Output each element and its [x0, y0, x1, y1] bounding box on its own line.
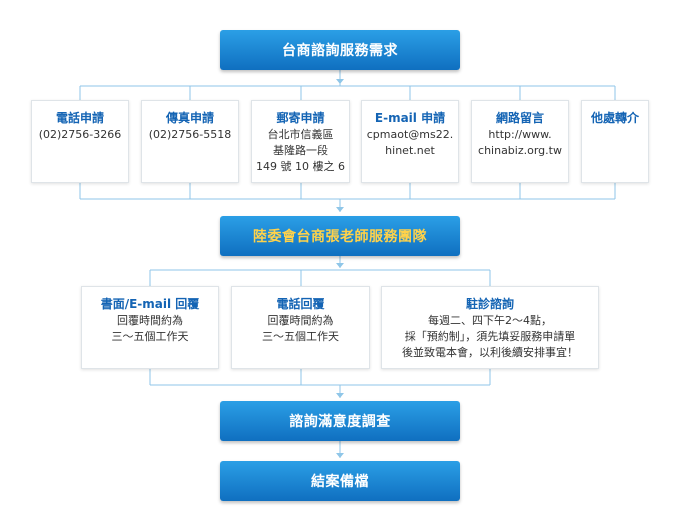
arrow-down-icon — [336, 207, 344, 212]
channel-email: E-mail 申請 cpmaot@ms22. hinet.net — [361, 100, 459, 183]
response-line: 每週二、四下午2～4點， — [428, 314, 552, 327]
channel-line: chinabiz.org.tw — [478, 144, 562, 157]
step-service-demand: 台商諮詢服務需求 — [220, 30, 460, 70]
step-case-closed: 結案備檔 — [220, 461, 460, 501]
arrow-down-icon — [336, 453, 344, 458]
channel-referral: 他處轉介 — [581, 100, 649, 183]
response-phone: 電話回覆 回覆時間約為 三～五個工作天 — [231, 286, 370, 369]
channel-fax: 傳真申請 (02)2756-5518 — [141, 100, 239, 183]
response-line: 後並致電本會，以利後續安排事宜！ — [402, 346, 578, 359]
channel-phone: 電話申請 (02)2756-3266 — [31, 100, 129, 183]
arrow-down-icon — [336, 263, 344, 268]
channel-title: 網路留言 — [495, 111, 544, 125]
response-line: 採「預約制」，須先填妥服務申請單 — [404, 330, 576, 343]
channel-line: (02)2756-3266 — [38, 128, 122, 141]
channel-line: http://www. — [488, 128, 552, 141]
response-line: 回覆時間約為 — [267, 314, 334, 327]
response-title: 駐診諮詢 — [465, 297, 514, 311]
channel-title: 電話申請 — [55, 111, 104, 125]
channel-web-message: 網路留言 http://www. chinabiz.org.tw — [471, 100, 569, 183]
step-satisfaction-survey: 諮詢滿意度調查 — [220, 401, 460, 441]
channel-line: hinet.net — [385, 144, 435, 157]
response-written-email: 書面/E-mail 回覆 回覆時間約為 三～五個工作天 — [81, 286, 219, 369]
response-title: 電話回覆 — [276, 297, 325, 311]
channel-title: 他處轉介 — [590, 111, 639, 125]
channel-title: E-mail 申請 — [374, 111, 446, 125]
channel-title: 郵寄申請 — [276, 111, 325, 125]
response-line: 三～五個工作天 — [262, 330, 339, 343]
channel-line: 149 號 10 樓之 6 — [256, 160, 345, 173]
arrow-down-icon — [336, 79, 344, 84]
response-onsite-consult: 駐診諮詢 每週二、四下午2～4點， 採「預約制」，須先填妥服務申請單 後並致電本… — [381, 286, 599, 369]
channel-line: cpmaot@ms22. — [366, 128, 454, 141]
channel-title: 傳真申請 — [165, 111, 214, 125]
response-line: 三～五個工作天 — [111, 330, 189, 343]
step-service-team: 陸委會台商張老師服務團隊 — [220, 216, 460, 256]
channel-line: (02)2756-5518 — [148, 128, 232, 141]
channel-line: 基隆路一段 — [273, 144, 328, 157]
channel-line: 台北市信義區 — [267, 128, 334, 141]
response-line: 回覆時間約為 — [117, 314, 183, 327]
response-title: 書面/E-mail 回覆 — [100, 297, 200, 311]
arrow-down-icon — [336, 393, 344, 398]
channel-mail: 郵寄申請 台北市信義區 基隆路一段 149 號 10 樓之 6 — [251, 100, 350, 183]
